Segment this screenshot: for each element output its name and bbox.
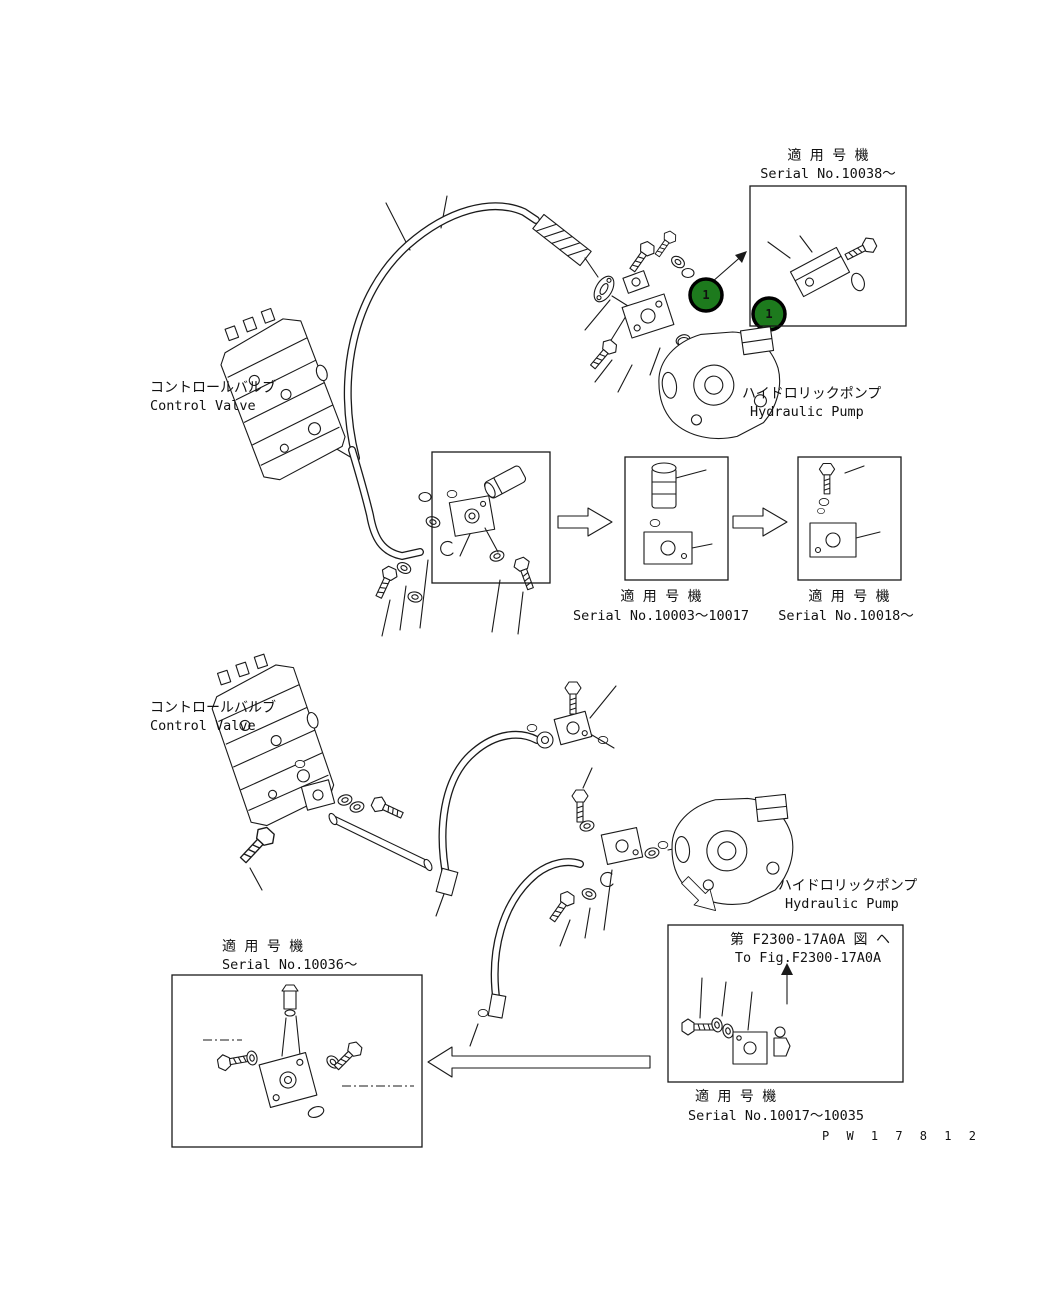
detail-box-mid-right bbox=[797, 456, 902, 581]
detail-box-mid-left bbox=[431, 451, 551, 584]
serial-box-top-right bbox=[749, 185, 907, 327]
serial-note-top-en: Serial No.10038〜 bbox=[760, 166, 895, 182]
label-hydraulic-pump-bottom-jp: ハイドロリックポンプ bbox=[778, 878, 917, 894]
snap-ring bbox=[440, 540, 454, 557]
flange-disc bbox=[593, 275, 615, 303]
label-control-valve-top-jp: コントロールバルブ bbox=[150, 379, 276, 396]
fig-reference-jp: 第 F2300-17A0A 図 ヘ bbox=[730, 931, 890, 948]
hose-bottom-1 bbox=[435, 723, 554, 917]
open-arrow-to-bottom-left-box bbox=[427, 1046, 651, 1078]
serial-note-mid-right-jp: 適 用 号 機 bbox=[808, 588, 889, 605]
valve-part-top-right bbox=[767, 234, 880, 298]
callout-marker-1[interactable]: 1 bbox=[688, 277, 724, 313]
valve-part-mid-center bbox=[643, 462, 713, 565]
fitting-assembly-top bbox=[586, 228, 699, 373]
serial-note-bottom-left-jp: 適 用 号 機 bbox=[222, 938, 303, 955]
hose-top bbox=[343, 202, 540, 462]
serial-note-bottom-left-en: Serial No.10036〜 bbox=[222, 957, 357, 973]
fittings-row-bottom-left bbox=[235, 759, 433, 891]
callout-marker-2[interactable]: 1 bbox=[751, 296, 787, 332]
drawing-number-watermark: P W 1 7 8 1 2 bbox=[822, 1129, 981, 1143]
serial-note-bottom-right-en: Serial No.10017〜10035 bbox=[688, 1108, 864, 1124]
arrow-to-serial-box bbox=[711, 251, 747, 283]
callout-2-label: 1 bbox=[765, 307, 772, 321]
callout-1-label: 1 bbox=[702, 288, 709, 302]
hose-end-fitting-hatched bbox=[532, 213, 592, 267]
fitting-parts-bottom-right-box bbox=[681, 977, 791, 1065]
serial-note-mid-right-en: Serial No.10018〜 bbox=[778, 608, 913, 624]
open-arrow-mid-2 bbox=[732, 507, 788, 537]
label-hydraulic-pump-top-en: Hydraulic Pump bbox=[750, 404, 864, 420]
serial-note-mid-center-en: Serial No.10003〜10017 bbox=[573, 608, 749, 624]
label-hydraulic-pump-bottom-en: Hydraulic Pump bbox=[785, 896, 899, 912]
loose-parts-mid-left bbox=[370, 491, 539, 604]
valve-block-mid-left bbox=[446, 465, 527, 557]
label-control-valve-bottom-jp: コントロールバルブ bbox=[150, 699, 276, 716]
open-arrow-mid-1 bbox=[557, 507, 613, 537]
flange-to-fitting-line bbox=[611, 295, 629, 307]
fig-reference-en: To Fig.F2300-17A0A bbox=[735, 950, 881, 966]
hose-bottom-2 bbox=[469, 858, 584, 1047]
valve-part-mid-right bbox=[809, 462, 881, 558]
label-control-valve-bottom-en: Control Valve bbox=[150, 718, 256, 734]
label-control-valve-top-en: Control Valve bbox=[150, 398, 256, 414]
valve-block-bottom-left-box bbox=[203, 984, 414, 1118]
serial-note-top-jp: 適 用 号 機 bbox=[787, 147, 868, 164]
hose-to-flange-line bbox=[584, 257, 599, 278]
fig-reference-arrow bbox=[781, 963, 793, 1005]
label-hydraulic-pump-top-jp: ハイドロリックポンプ bbox=[742, 386, 881, 402]
serial-note-bottom-right-jp: 適 用 号 機 bbox=[695, 1088, 776, 1105]
detail-box-bottom-left bbox=[171, 974, 423, 1148]
detail-box-bottom-right bbox=[667, 924, 904, 1083]
detail-box-mid-center bbox=[624, 456, 729, 581]
leader-lines-top bbox=[317, 195, 661, 459]
hose-mid bbox=[348, 446, 424, 561]
serial-note-mid-center-jp: 適 用 号 機 bbox=[620, 588, 701, 605]
leader-lines-mid bbox=[381, 559, 524, 637]
fitting-assembly-top-center bbox=[553, 681, 617, 749]
